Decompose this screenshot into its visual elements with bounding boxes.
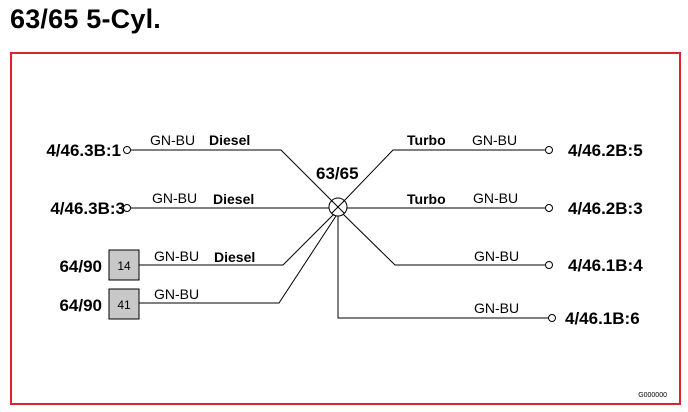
signal-label: Turbo bbox=[407, 191, 446, 207]
terminal-circle-icon bbox=[123, 204, 131, 212]
connector-label: 64/90 bbox=[59, 257, 102, 276]
signal-label: Turbo bbox=[407, 132, 446, 148]
wire-color-label: GN-BU bbox=[150, 132, 195, 148]
terminal-circle-icon bbox=[123, 146, 131, 154]
image-code: G000000 bbox=[638, 392, 667, 399]
connector-label: 64/90 bbox=[59, 296, 102, 315]
right-wire-1 bbox=[342, 149, 545, 203]
connector-label: 4/46.1B:4 bbox=[568, 256, 643, 275]
splice-label: 63/65 bbox=[316, 164, 359, 183]
terminal-circle-icon bbox=[545, 261, 553, 269]
connector-label: 4/46.2B:5 bbox=[568, 141, 643, 160]
right-wire-4 bbox=[337, 216, 548, 319]
connector-label: 4/46.2B:3 bbox=[568, 199, 643, 218]
page-title: 63/65 5-Cyl. bbox=[10, 4, 161, 34]
wire-color-label: GN-BU bbox=[154, 286, 199, 302]
connector-label: 4/46.1B:6 bbox=[565, 309, 640, 328]
wire-color-label: GN-BU bbox=[154, 248, 199, 264]
pin-label: 41 bbox=[117, 298, 131, 312]
terminal-circle-icon bbox=[545, 146, 553, 154]
pin-box-14 bbox=[108, 249, 140, 281]
terminal-circle-icon bbox=[548, 314, 556, 322]
left-wire-1 bbox=[131, 149, 334, 203]
wire-color-label: GN-BU bbox=[474, 300, 519, 316]
connector-label: 4/46.3B:3 bbox=[50, 199, 125, 218]
signal-label: Diesel bbox=[213, 191, 254, 207]
wire-color-label: GN-BU bbox=[152, 190, 197, 206]
wire-color-label: GN-BU bbox=[473, 190, 518, 206]
left-wire-4 bbox=[139, 215, 337, 304]
signal-label: Diesel bbox=[214, 249, 255, 265]
splice-cross-b bbox=[331, 200, 345, 214]
wire-color-label: GN-BU bbox=[472, 132, 517, 148]
connector-label: 4/46.3B:1 bbox=[46, 141, 121, 160]
pin-label: 14 bbox=[117, 259, 131, 273]
pin-box-41 bbox=[108, 288, 140, 320]
left-wire-3 bbox=[139, 213, 335, 266]
terminal-circle-icon bbox=[545, 204, 553, 212]
right-wire-3 bbox=[342, 213, 545, 266]
diagram-frame bbox=[10, 52, 681, 405]
wire-color-label: GN-BU bbox=[474, 248, 519, 264]
signal-label: Diesel bbox=[209, 132, 250, 148]
